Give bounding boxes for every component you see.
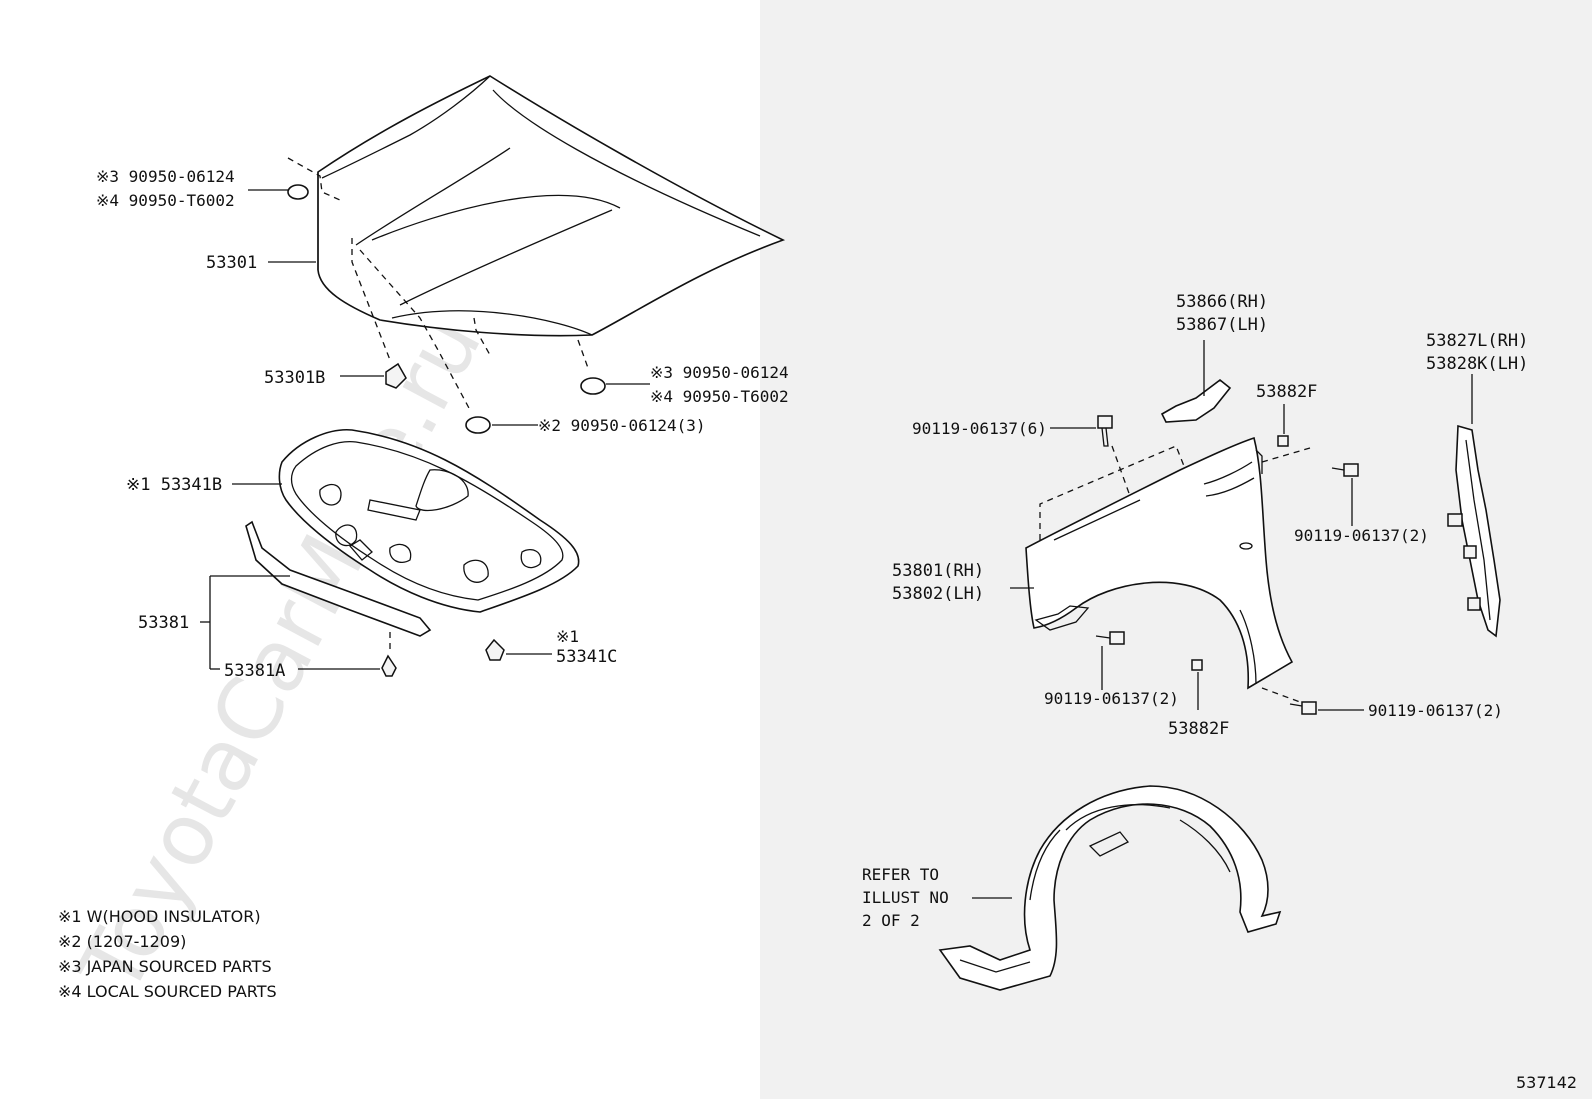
plug-sticker-top (287, 184, 309, 200)
sticker-right-line2: ※4 90950-T6002 (650, 387, 789, 406)
bolt-right-label: 90119-06137(2) (1294, 526, 1429, 545)
sticker-top-line1: ※3 90950-06124 (96, 167, 235, 186)
note-4: ※4 LOCAL SOURCED PARTS (58, 982, 277, 1001)
hood-label: 53301 (206, 253, 257, 273)
fender-bolt-top-left (1097, 415, 1113, 447)
bolt-top-left-label: 90119-06137(6) (912, 419, 1047, 438)
diagram-id: 537142 (1516, 1073, 1577, 1092)
insulator-label: ※1 53341B (126, 475, 222, 495)
fender-nut-top (1277, 435, 1289, 447)
fender-liner (938, 785, 1282, 991)
refer-line2: ILLUST NO (862, 888, 949, 907)
bracket-lh: 53828K(LH) (1426, 354, 1528, 374)
plug-label: ※2 90950-06124(3) (538, 416, 706, 435)
hood-bumper-label: 53301B (264, 368, 325, 388)
insulator-clip-label: 53341C (556, 647, 617, 667)
protector-lh: 53867(LH) (1176, 315, 1268, 335)
nut-top-label: 53882F (1256, 382, 1317, 402)
note-3: ※3 JAPAN SOURCED PARTS (58, 957, 272, 976)
seal-label: 53381 (138, 613, 189, 633)
fender-bolt-bottom-left (1095, 631, 1125, 645)
nut-bottom-label: 53882F (1168, 719, 1229, 739)
hood-seal (245, 520, 432, 637)
sticker-top-line2: ※4 90950-T6002 (96, 191, 235, 210)
bolt-bottom-left-label: 90119-06137(2) (1044, 689, 1179, 708)
insulator-clip-mark: ※1 (556, 627, 579, 646)
insulator-clip (485, 638, 505, 661)
fender-lh: 53802(LH) (892, 584, 984, 604)
note-2: ※2 (1207-1209) (58, 932, 186, 951)
fender-bolt-bottom-right (1289, 701, 1317, 715)
front-fender (1025, 436, 1294, 690)
refer-line1: REFER TO (862, 865, 939, 884)
hood-panel (317, 75, 786, 337)
hood-insulator (278, 429, 580, 613)
fender-bolt-right (1331, 463, 1359, 477)
fender-protector (1160, 378, 1232, 423)
bolt-bottom-right-label: 90119-06137(2) (1368, 701, 1503, 720)
fender-bracket (1447, 424, 1501, 638)
hood-bumper (385, 362, 407, 389)
refer-line3: 2 OF 2 (862, 911, 920, 930)
bracket-rh: 53827L(RH) (1426, 331, 1528, 351)
protector-rh: 53866(RH) (1176, 292, 1268, 312)
sticker-right-line1: ※3 90950-06124 (650, 363, 789, 382)
plug-sticker-right (580, 377, 606, 395)
note-1: ※1 W(HOOD INSULATOR) (58, 907, 261, 926)
seal-clip-label: 53381A (224, 661, 285, 681)
fender-rh: 53801(RH) (892, 561, 984, 581)
hood-dashed-guides (287, 157, 589, 411)
hood-plug (465, 416, 491, 434)
fender-nut-bottom (1191, 659, 1203, 671)
seal-clip (381, 654, 397, 677)
